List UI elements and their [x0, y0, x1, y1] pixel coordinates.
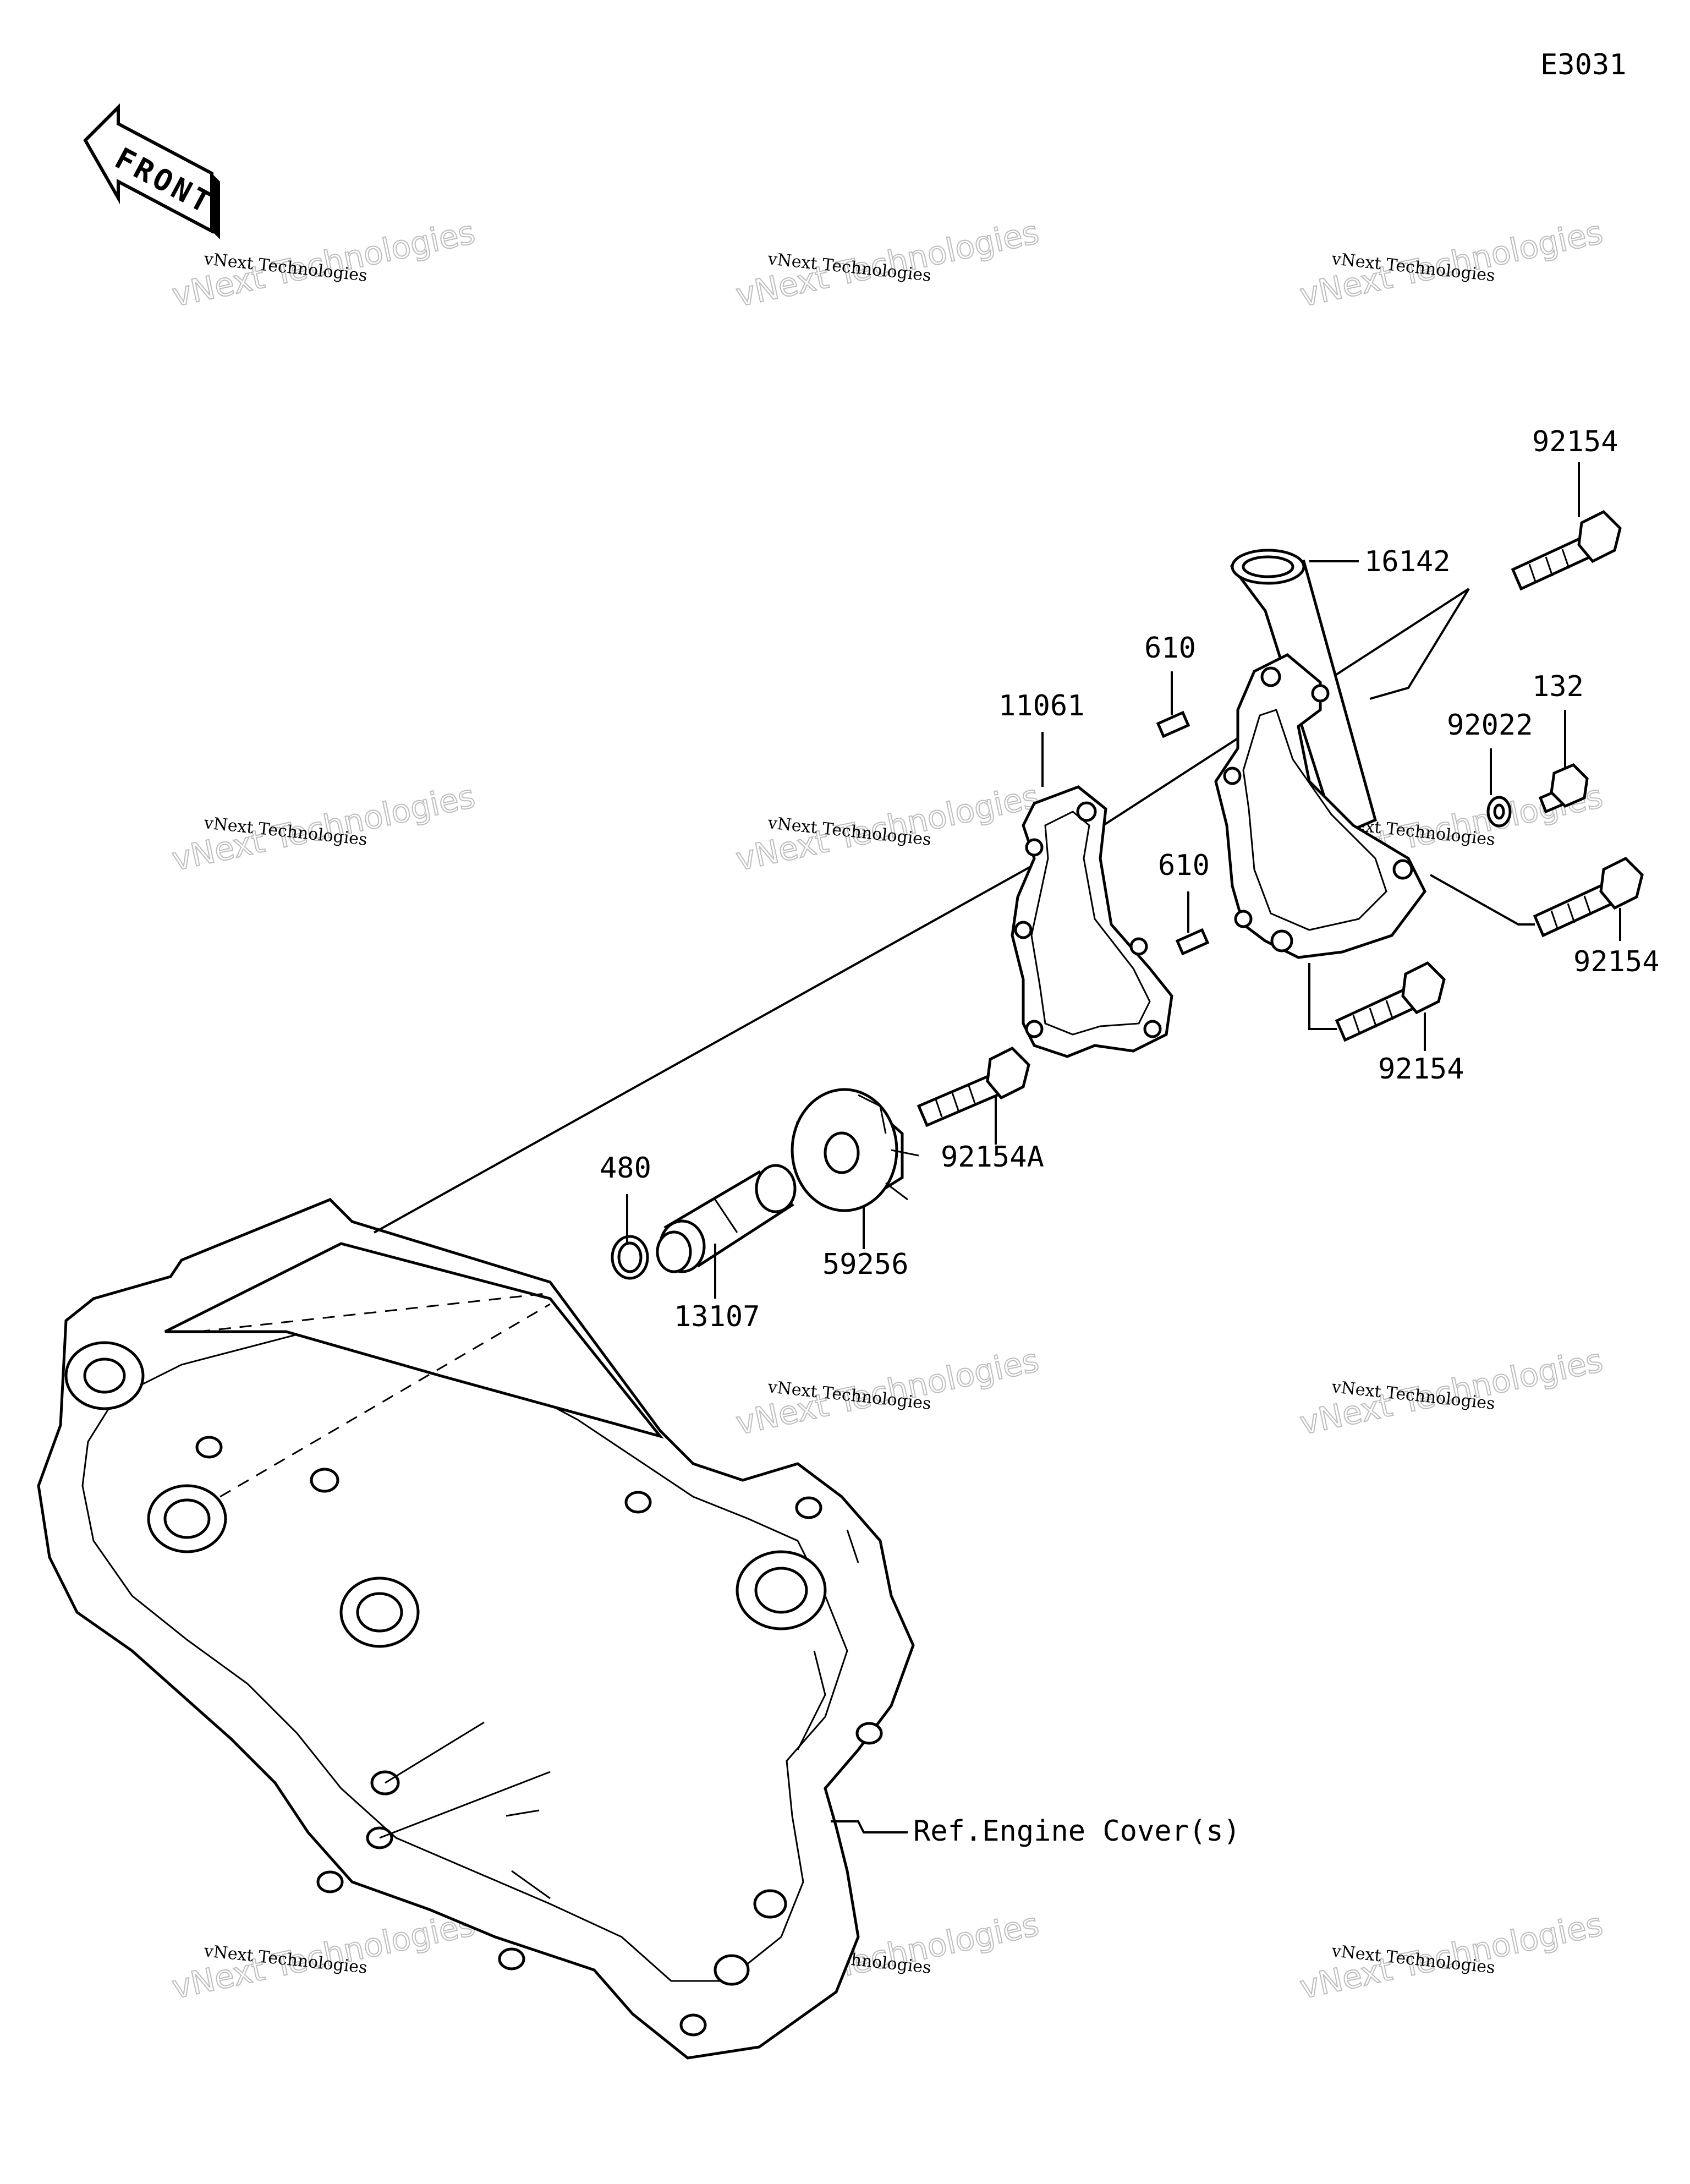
- part-number-610-mid: 610: [1158, 849, 1210, 882]
- bolt-92154A-drawing: [917, 1046, 1030, 1127]
- dowel-610-mid-drawing: [1175, 928, 1210, 956]
- part-number-92154-right: 92154: [1573, 945, 1660, 978]
- bolt-92154-top-drawing: [1511, 510, 1622, 591]
- part-number-92022: 92022: [1447, 709, 1533, 742]
- part-number-13107: 13107: [674, 1300, 760, 1333]
- ref-engine-cover-label: Ref.Engine Cover(s): [913, 1815, 1241, 1848]
- part-number-92154-bottom: 92154: [1378, 1053, 1464, 1086]
- shaft-13107-drawing: [656, 1164, 797, 1273]
- crankcase-drawing: [37, 1198, 915, 2060]
- washer-92022-drawing: [1486, 796, 1512, 828]
- gasket-11061-drawing: [1011, 785, 1173, 1058]
- dowel-610-top-drawing: [1156, 710, 1190, 738]
- part-number-11061: 11061: [998, 689, 1085, 722]
- bolt-92154-bottom-drawing: [1335, 961, 1446, 1042]
- pump-cover-16142-drawing: [1214, 549, 1426, 959]
- impeller-59256-drawing: [791, 1088, 919, 1212]
- part-number-59256: 59256: [822, 1248, 909, 1281]
- part-number-480: 480: [600, 1152, 651, 1185]
- part-number-16142: 16142: [1364, 545, 1451, 578]
- ref-engine-cover-leader: [831, 1820, 908, 1833]
- circlip-480-drawing: [611, 1235, 649, 1280]
- diagram-code: E3031: [1540, 48, 1627, 81]
- assembly-axis-line: [374, 830, 1095, 1234]
- bolt-132-drawing: [1538, 763, 1589, 814]
- bolt-92154-right-drawing: [1533, 856, 1644, 938]
- front-arrow-icon: FRONT: [83, 103, 220, 239]
- part-number-610-top: 610: [1144, 632, 1196, 665]
- part-number-132: 132: [1532, 670, 1584, 703]
- part-number-92154-top: 92154: [1532, 425, 1618, 458]
- part-number-92154A: 92154A: [941, 1141, 1044, 1174]
